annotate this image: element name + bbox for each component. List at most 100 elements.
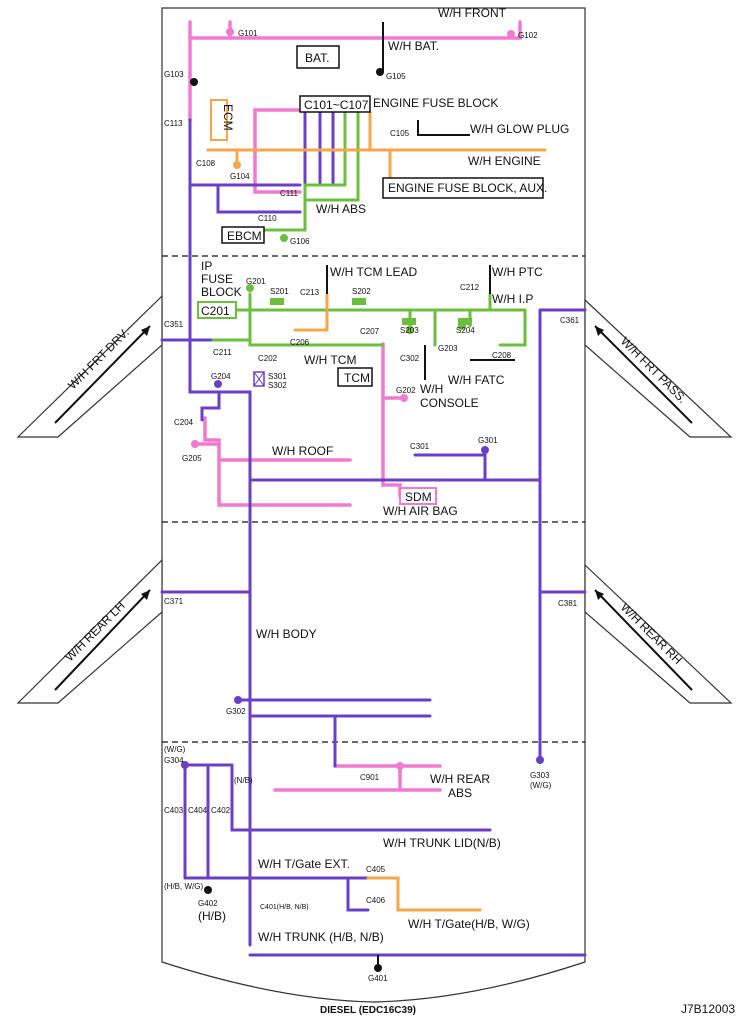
sdm-label: SDM	[405, 490, 432, 504]
connector-labels: G101 G102 G103 G105 C113 C105 C108 G104 …	[164, 29, 580, 983]
conn-g304: G304	[164, 756, 184, 765]
harness-tcm-label: W/H TCM	[304, 353, 356, 367]
conn-s201: S201	[270, 287, 289, 296]
conn-hb-wg: (H/B, W/G)	[164, 882, 203, 891]
harness-body-label: W/H BODY	[256, 627, 317, 641]
conn-g201: G201	[246, 277, 266, 286]
harness-air-bag-label: W/H AIR BAG	[383, 504, 458, 518]
engine-fuse-block-aux-label: ENGINE FUSE BLOCK, AUX.	[388, 181, 547, 195]
ip-fuse-label-3: BLOCK	[201, 285, 242, 299]
harness-trunk-label: W/H TRUNK (H/B, N/B)	[258, 930, 384, 944]
harness-rear-abs-label-2: ABS	[448, 786, 472, 800]
wire-c361	[538, 308, 587, 762]
harness-trunk-lid-label: W/H TRUNK LID(N/B)	[383, 836, 501, 850]
conn-g302: G302	[226, 707, 246, 716]
ebcm: EBCM	[221, 226, 265, 244]
conn-g105: G105	[386, 72, 406, 81]
conn-s301: S301	[268, 372, 287, 381]
ip-fuse-block-connector-label: C201	[201, 304, 230, 318]
wires-black	[326, 22, 515, 968]
conn-c208: C208	[492, 351, 512, 360]
wire-rear-abs	[273, 764, 442, 792]
conn-h-b: (H/B)	[198, 909, 226, 923]
wires-orange	[206, 110, 547, 912]
tcm-label: TCM	[344, 371, 370, 385]
wire-trunk-lid	[183, 763, 492, 880]
wire-leads	[326, 265, 491, 294]
conn-g102: G102	[518, 31, 538, 40]
diagram-title: DIESEL (EDC16C39)	[320, 1005, 416, 1016]
conn-c351: C351	[164, 320, 184, 329]
conn-c110: C110	[258, 214, 277, 223]
ecm: ECM	[210, 99, 235, 141]
wires-purple	[160, 110, 587, 957]
conn-c111: C111	[280, 189, 298, 198]
conn-c302: C302	[400, 354, 420, 363]
harness-tgate-label: W/H T/Gate(H/B, W/G)	[408, 917, 530, 931]
conn-g203: G203	[438, 344, 458, 353]
conn-c108: C108	[196, 159, 216, 168]
wire-engine	[206, 110, 547, 180]
engine-fuse-block: C101~C107	[299, 95, 371, 113]
conn-c113: C113	[164, 119, 183, 128]
harness-labels: W/H FRONT W/H BAT. ENGINE FUSE BLOCK W/H…	[201, 6, 569, 944]
ip-fuse-label-1: IP	[201, 259, 212, 273]
conn-c405: C405	[366, 865, 386, 874]
conn-g402: G402	[198, 899, 218, 908]
wire-roof	[203, 416, 352, 507]
conn-w-g-1: (W/G)	[164, 745, 186, 754]
wire-front	[188, 20, 522, 122]
conn-c404: C404	[188, 806, 208, 815]
door-front-right: W/H FRT PASS.	[584, 298, 733, 438]
wires-green	[211, 110, 527, 347]
engine-fuse-block-aux: ENGINE FUSE BLOCK, AUX.	[382, 177, 547, 199]
conn-g301: G301	[478, 436, 498, 445]
wire-ip	[235, 308, 527, 347]
conn-c403: C403	[164, 806, 184, 815]
conn-c401: C401(H/B, N/B)	[260, 904, 309, 911]
wire-tcm	[293, 292, 329, 332]
body-outline	[161, 7, 586, 1003]
ebcm-label: EBCM	[227, 229, 262, 243]
wire-g204	[200, 390, 221, 422]
conn-c211: C211	[213, 348, 232, 357]
harness-fatc-label: W/H FATC	[448, 373, 505, 387]
ecm-label: ECM	[221, 104, 235, 131]
vehicle-outline	[161, 7, 586, 1003]
conn-c206: C206	[290, 338, 310, 347]
wire-tgate	[183, 876, 370, 912]
conn-c213: C213	[300, 288, 320, 297]
harness-abs-label: W/H ABS	[316, 202, 366, 216]
ip-fuse-block: C201	[197, 301, 237, 319]
harness-ptc-label: W/H PTC	[492, 265, 543, 279]
wire-glow	[417, 120, 470, 136]
junction-dots	[181, 28, 544, 972]
battery-label: BAT.	[305, 51, 329, 65]
conn-c371: C371	[164, 597, 184, 606]
conn-g202: G202	[396, 386, 416, 395]
harness-front-label: W/H FRONT	[438, 6, 507, 20]
conn-g205: G205	[182, 454, 202, 463]
conn-g101: G101	[238, 29, 258, 38]
section-dividers	[162, 255, 585, 743]
wire-ebcm	[253, 110, 360, 232]
door-front-left: W/H FRT DRV.	[16, 294, 163, 438]
conn-g106: G106	[290, 237, 310, 246]
conn-w-g-2: (W/G)	[530, 781, 552, 790]
conn-n-b-1: (N/B)	[234, 776, 253, 785]
conn-g303: G303	[530, 771, 550, 780]
tcm: TCM	[337, 367, 373, 387]
conn-c212: C212	[460, 283, 480, 292]
conn-c402: C402	[211, 806, 231, 815]
conn-c202: C202	[258, 354, 278, 363]
splice-s301-s302	[253, 371, 265, 387]
door-rear-left: W/H REAR LH	[16, 558, 163, 704]
ip-fuse-label-2: FUSE	[201, 272, 233, 286]
harness-tcm-lead-label: W/H TCM LEAD	[330, 265, 417, 279]
conn-c406: C406	[366, 896, 386, 905]
wire-g302	[236, 698, 432, 768]
conn-s204: S204	[456, 326, 475, 335]
conn-c361: C361	[560, 316, 580, 325]
conn-c105: C105	[390, 129, 410, 138]
